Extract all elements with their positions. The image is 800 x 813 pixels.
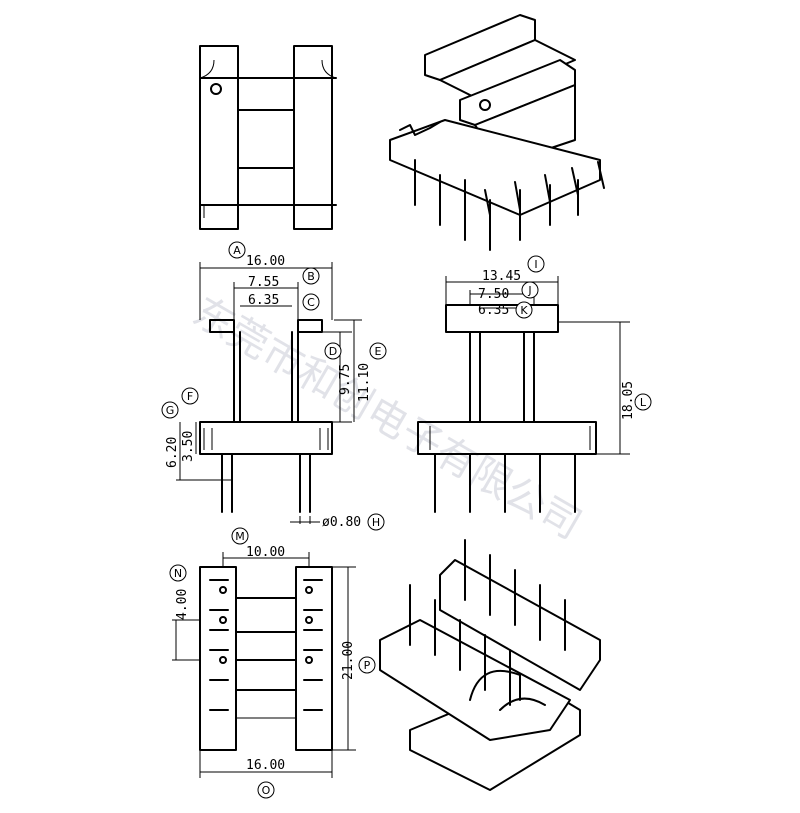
label-o: O xyxy=(262,784,271,797)
side-view xyxy=(417,304,597,513)
label-h-circle xyxy=(367,513,385,531)
dim-f-value: 3.50 xyxy=(181,431,196,462)
label-e: E xyxy=(375,345,382,358)
label-j-circle xyxy=(521,281,539,299)
iso-view-top xyxy=(389,14,605,251)
dim-o-value: 16.00 xyxy=(246,758,285,773)
label-k: K xyxy=(520,304,528,317)
front-view xyxy=(199,319,333,513)
label-e-circle xyxy=(369,342,387,360)
dim-a-value: 16.00 xyxy=(246,254,285,269)
dimension-values: 16.00 7.55 6.35 9.75 11.10 3.50 6.20 ø0.… xyxy=(165,254,636,773)
label-n: N xyxy=(174,567,182,580)
bottom-view xyxy=(199,566,333,751)
top-view xyxy=(199,45,337,230)
label-o-circle xyxy=(257,781,275,799)
label-n-circle xyxy=(169,564,187,582)
label-i: I xyxy=(534,258,537,271)
label-p: P xyxy=(364,659,371,672)
label-l: L xyxy=(640,396,647,409)
label-j: J xyxy=(527,284,531,297)
dim-e-value: 11.10 xyxy=(357,363,372,402)
label-c-circle xyxy=(302,293,320,311)
dim-k-value: 6.35 xyxy=(478,303,509,318)
dimension-lines xyxy=(172,262,630,778)
dim-j-value: 7.50 xyxy=(478,287,509,302)
watermark: 东莞市和创电子有限公司 xyxy=(185,289,589,549)
label-b-circle xyxy=(302,267,320,285)
label-f-circle xyxy=(181,387,199,405)
dim-l-value: 18.05 xyxy=(621,381,636,420)
dim-h-value: ø0.80 xyxy=(322,515,361,530)
label-markers: A B C D E F G H I J K L M N P O xyxy=(161,241,652,799)
label-l-circle xyxy=(634,393,652,411)
dim-g-value: 6.20 xyxy=(165,437,180,468)
label-d: D xyxy=(329,345,337,358)
dim-m-value: 10.00 xyxy=(246,545,285,560)
dim-p-value: 21.00 xyxy=(341,641,356,680)
label-i-circle xyxy=(527,255,545,273)
dim-b-value: 7.55 xyxy=(248,275,279,290)
label-h: H xyxy=(372,516,380,529)
label-m-circle xyxy=(231,527,249,545)
label-g: G xyxy=(166,404,175,417)
dim-i-value: 13.45 xyxy=(482,269,521,284)
iso-view-bottom xyxy=(379,539,601,791)
dim-c-value: 6.35 xyxy=(248,293,279,308)
label-b: B xyxy=(307,270,315,283)
label-c: C xyxy=(307,296,315,309)
label-p-circle xyxy=(358,656,376,674)
label-f: F xyxy=(187,390,193,403)
dim-n-value: 4.00 xyxy=(175,589,190,620)
label-m: M xyxy=(235,530,245,543)
label-a: A xyxy=(233,244,241,257)
label-g-circle xyxy=(161,401,179,419)
label-a-circle xyxy=(228,241,246,259)
label-d-circle xyxy=(324,342,342,360)
label-k-circle xyxy=(515,301,533,319)
dim-d-value: 9.75 xyxy=(338,364,353,395)
